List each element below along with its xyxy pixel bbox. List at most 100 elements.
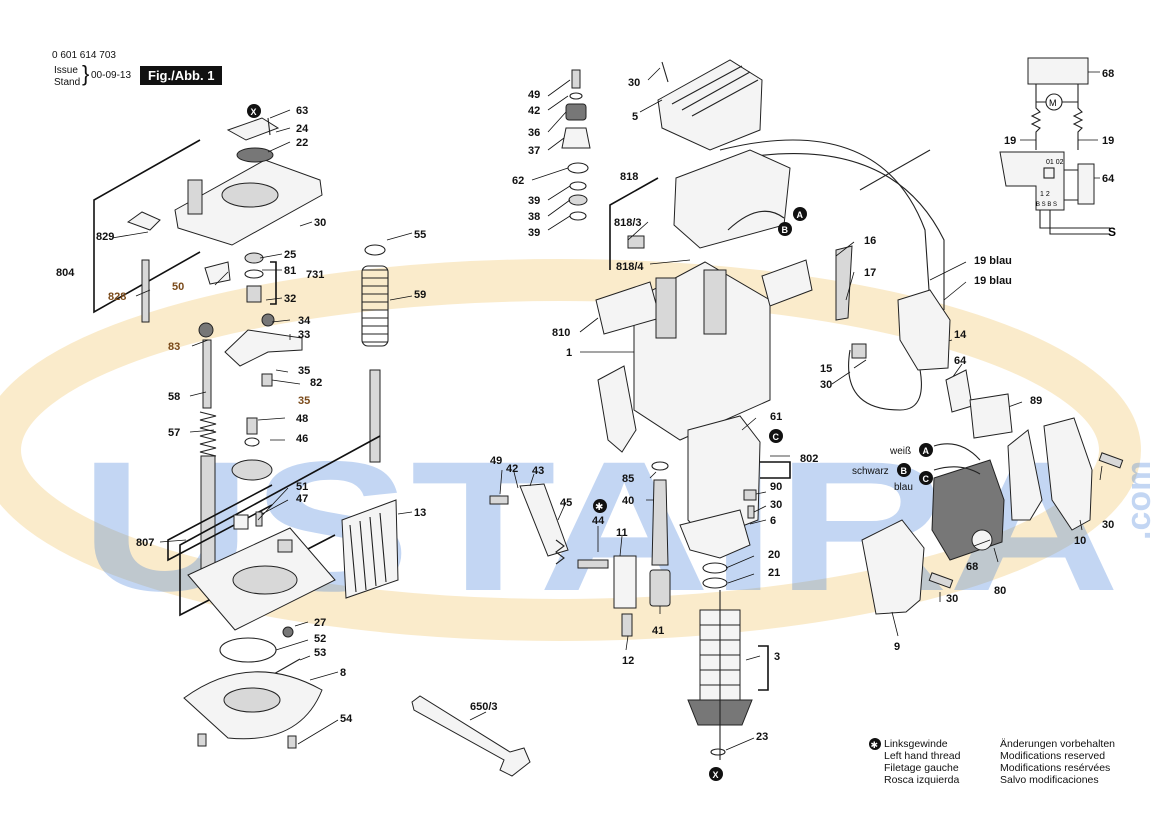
part-25-nut xyxy=(244,252,264,264)
part-59-outline xyxy=(361,265,389,347)
callout-828: 828 xyxy=(108,291,126,303)
callout-51: 51 xyxy=(296,481,308,493)
schematic-module-68 xyxy=(1027,57,1089,85)
part-37-collar xyxy=(561,127,591,149)
schematic-motor-m: M xyxy=(1049,98,1057,108)
callout-64a: 64 xyxy=(954,355,967,367)
callout-13: 13 xyxy=(414,507,426,519)
mark-b-right xyxy=(897,463,911,477)
callout-58: 58 xyxy=(168,391,180,403)
schematic-coils xyxy=(1030,84,1084,150)
callout-90: 90 xyxy=(770,481,782,493)
cable-19-b xyxy=(729,153,945,310)
mark-a-right xyxy=(919,443,933,457)
callout-68b: 68 xyxy=(1102,68,1114,80)
center-assembly: A B C X ✱ xyxy=(411,59,1023,781)
figure-label: Fig./Abb. 1 xyxy=(140,66,223,85)
part-818-3-brush xyxy=(627,235,645,249)
callout-36: 36 xyxy=(528,127,540,139)
callout-43: 43 xyxy=(532,465,544,477)
part-44-pin xyxy=(577,559,609,569)
callout-59: 59 xyxy=(414,289,426,301)
callout-19blau-b: 19 blau xyxy=(974,275,1012,287)
part-34-nut xyxy=(261,313,275,327)
mark-b-center xyxy=(778,222,792,236)
bracket-731 xyxy=(270,261,277,305)
part-22-bearing xyxy=(236,147,274,163)
part-40-tube xyxy=(651,479,669,566)
part-1-tower-b xyxy=(703,269,727,335)
part-50-wing xyxy=(204,261,231,285)
callout-52: 52 xyxy=(314,633,326,645)
callout-50: 50 xyxy=(172,281,184,293)
part-15-clamp xyxy=(851,343,867,359)
callout-40: 40 xyxy=(622,495,634,507)
part-43-lock-plate xyxy=(519,483,569,557)
mark-x-top-text: X xyxy=(251,107,257,117)
part-829-clip xyxy=(126,211,161,231)
callout-15: 15 xyxy=(820,363,832,375)
mark-a-center-text: A xyxy=(797,210,804,220)
part-11-brush-holder xyxy=(613,555,637,609)
callout-30a: 30 xyxy=(314,217,326,229)
schematic-capacitor-64 xyxy=(1077,163,1095,205)
callout-49a: 49 xyxy=(528,89,540,101)
callout-63: 63 xyxy=(296,105,308,117)
lh-thread-legend-marker xyxy=(869,738,881,750)
callout-19a: 19 xyxy=(1004,135,1016,147)
wire-weiss xyxy=(933,443,981,461)
callout-818: 818 xyxy=(620,171,638,183)
left-assembly: X xyxy=(93,104,413,749)
mark-x-bottom xyxy=(709,767,723,781)
callout-45: 45 xyxy=(560,497,572,509)
part-13-hatch xyxy=(349,512,387,593)
callout-10: 10 xyxy=(1074,535,1086,547)
callout-807: 807 xyxy=(136,537,154,549)
part-17-strain-relief xyxy=(835,245,853,321)
part-column-right xyxy=(369,369,381,463)
mark-b-center-text: B xyxy=(782,225,789,235)
mark-b-right-text: B xyxy=(901,466,908,476)
callout-33: 33 xyxy=(298,329,310,341)
callout-731: 731 xyxy=(306,269,324,281)
part-807-bore xyxy=(232,565,298,595)
callout-82: 82 xyxy=(310,377,322,389)
schematic-pin-labels-top: 01 02 xyxy=(1046,159,1064,166)
callout-12: 12 xyxy=(622,655,634,667)
callout-53: 53 xyxy=(314,647,326,659)
legend-mod-de: Änderungen vorbehalten xyxy=(1000,738,1116,750)
part-45-spring xyxy=(555,539,565,565)
lh-thread-legend-glyph: ✱ xyxy=(871,740,879,750)
callout-9: 9 xyxy=(894,641,900,653)
part-90-clip xyxy=(743,489,757,501)
legend-left-hand-thread: Linksgewinde Left hand thread Filetage g… xyxy=(884,738,960,786)
part-30-screw-cap xyxy=(661,61,669,83)
part-39-washer-a xyxy=(569,181,587,191)
part-27-screw xyxy=(282,626,294,638)
callout-89: 89 xyxy=(1030,395,1042,407)
callout-blau: blau xyxy=(894,482,913,493)
part-62-washer xyxy=(567,162,589,174)
part-1-switch-housing xyxy=(761,259,813,307)
callout-37: 37 xyxy=(528,145,540,157)
lh-thread-marker-center-glyph: ✱ xyxy=(595,502,603,513)
part-48-washer xyxy=(244,437,260,447)
part-5-ribs xyxy=(671,65,759,117)
callout-39a: 39 xyxy=(528,195,540,207)
legend-mod-fr: Modifications resérvées xyxy=(1000,762,1111,774)
part-59-spring xyxy=(362,269,388,343)
mark-x-bottom-text: X xyxy=(713,770,719,780)
callout-650-3: 650/3 xyxy=(470,701,498,713)
lh-thread-marker-center xyxy=(593,499,607,513)
part-8-bore xyxy=(223,687,281,713)
part-58-rod xyxy=(202,339,212,409)
part-21-circlip xyxy=(702,577,728,589)
part-828-rod xyxy=(141,259,150,323)
callout-42a: 42 xyxy=(528,105,540,117)
callout-39b: 39 xyxy=(528,227,540,239)
schematic-pin-s: B S B S xyxy=(1036,202,1057,208)
callout-54: 54 xyxy=(340,713,353,725)
callout-41: 41 xyxy=(652,625,664,637)
callout-46: 46 xyxy=(296,433,308,445)
part-10-handle-inner xyxy=(1007,429,1043,521)
